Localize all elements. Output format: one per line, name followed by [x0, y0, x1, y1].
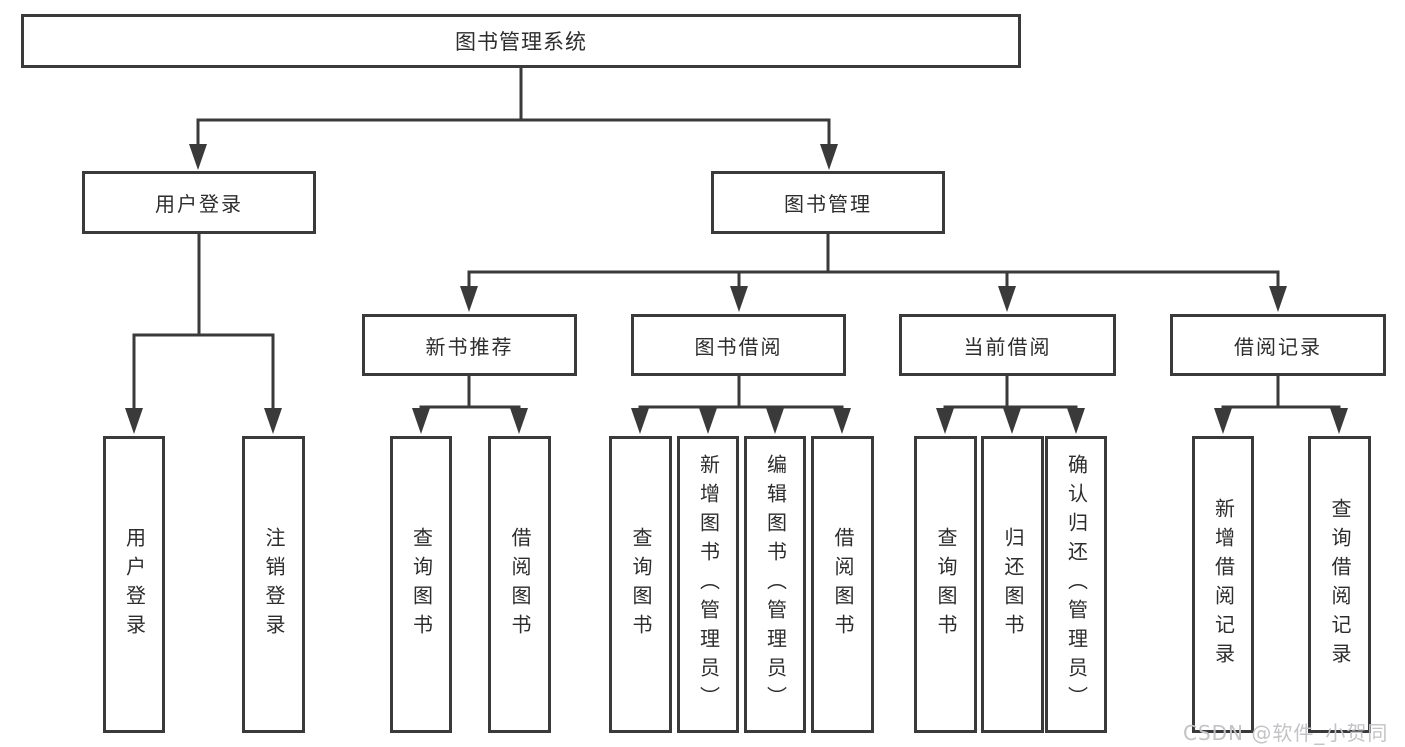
leaf-borrow-books-borrowing: 借阅图书 — [811, 436, 874, 733]
leaf-label: 借阅图书 — [508, 526, 532, 643]
leaf-label: 查询图书 — [629, 526, 653, 643]
node-book-borrowing: 图书借阅 — [631, 314, 846, 376]
leaf-label: 新增图书（管理员） — [696, 454, 721, 715]
node-label: 图书管理 — [784, 192, 872, 216]
leaf-user-login: 用户登录 — [103, 436, 165, 733]
node-user-login: 用户登录 — [82, 171, 316, 234]
node-label: 新书推荐 — [425, 334, 514, 359]
node-book-management: 图书管理 — [711, 171, 945, 234]
node-label: 借阅记录 — [1234, 334, 1322, 359]
leaf-label: 归还图书 — [1001, 526, 1025, 643]
leaf-add-borrow-record: 新增借阅记录 — [1192, 436, 1254, 733]
leaf-label: 借阅图书 — [831, 526, 855, 643]
leaf-logout: 注销登录 — [242, 436, 305, 733]
leaf-label: 查询借阅记录 — [1328, 497, 1352, 672]
leaf-edit-books-admin: 编辑图书（管理员） — [744, 436, 806, 733]
leaf-query-books-borrowing: 查询图书 — [609, 436, 672, 733]
leaf-label: 查询图书 — [934, 526, 958, 643]
node-library-management-system: 图书管理系统 — [21, 14, 1021, 68]
leaf-borrow-books-recommend: 借阅图书 — [488, 436, 551, 733]
leaf-label: 查询图书 — [409, 526, 434, 643]
node-new-book-recommendation: 新书推荐 — [362, 314, 577, 376]
leaf-add-books-admin: 新增图书（管理员） — [677, 436, 739, 733]
leaf-confirm-return-admin: 确认归还（管理员） — [1045, 436, 1107, 733]
leaf-return-books: 归还图书 — [981, 436, 1044, 733]
node-label: 图书管理系统 — [455, 30, 587, 54]
leaf-label: 用户登录 — [122, 526, 147, 643]
node-current-borrowing: 当前借阅 — [899, 314, 1116, 376]
leaf-label: 注销登录 — [262, 526, 286, 643]
leaf-label: 确认归还（管理员） — [1064, 454, 1089, 715]
leaf-query-borrow-record: 查询借阅记录 — [1308, 436, 1371, 733]
leaf-label: 新增借阅记录 — [1211, 497, 1236, 672]
node-label: 当前借阅 — [963, 334, 1052, 359]
csdn-watermark: CSDN @软件_小贺同学 — [1183, 721, 1389, 745]
node-borrowing-records: 借阅记录 — [1170, 314, 1386, 376]
node-label: 图书借阅 — [694, 334, 783, 359]
leaf-label: 编辑图书（管理员） — [763, 454, 788, 715]
leaf-query-books-recommend: 查询图书 — [390, 436, 452, 733]
leaf-query-books-current: 查询图书 — [914, 436, 977, 733]
node-label: 用户登录 — [155, 192, 243, 216]
